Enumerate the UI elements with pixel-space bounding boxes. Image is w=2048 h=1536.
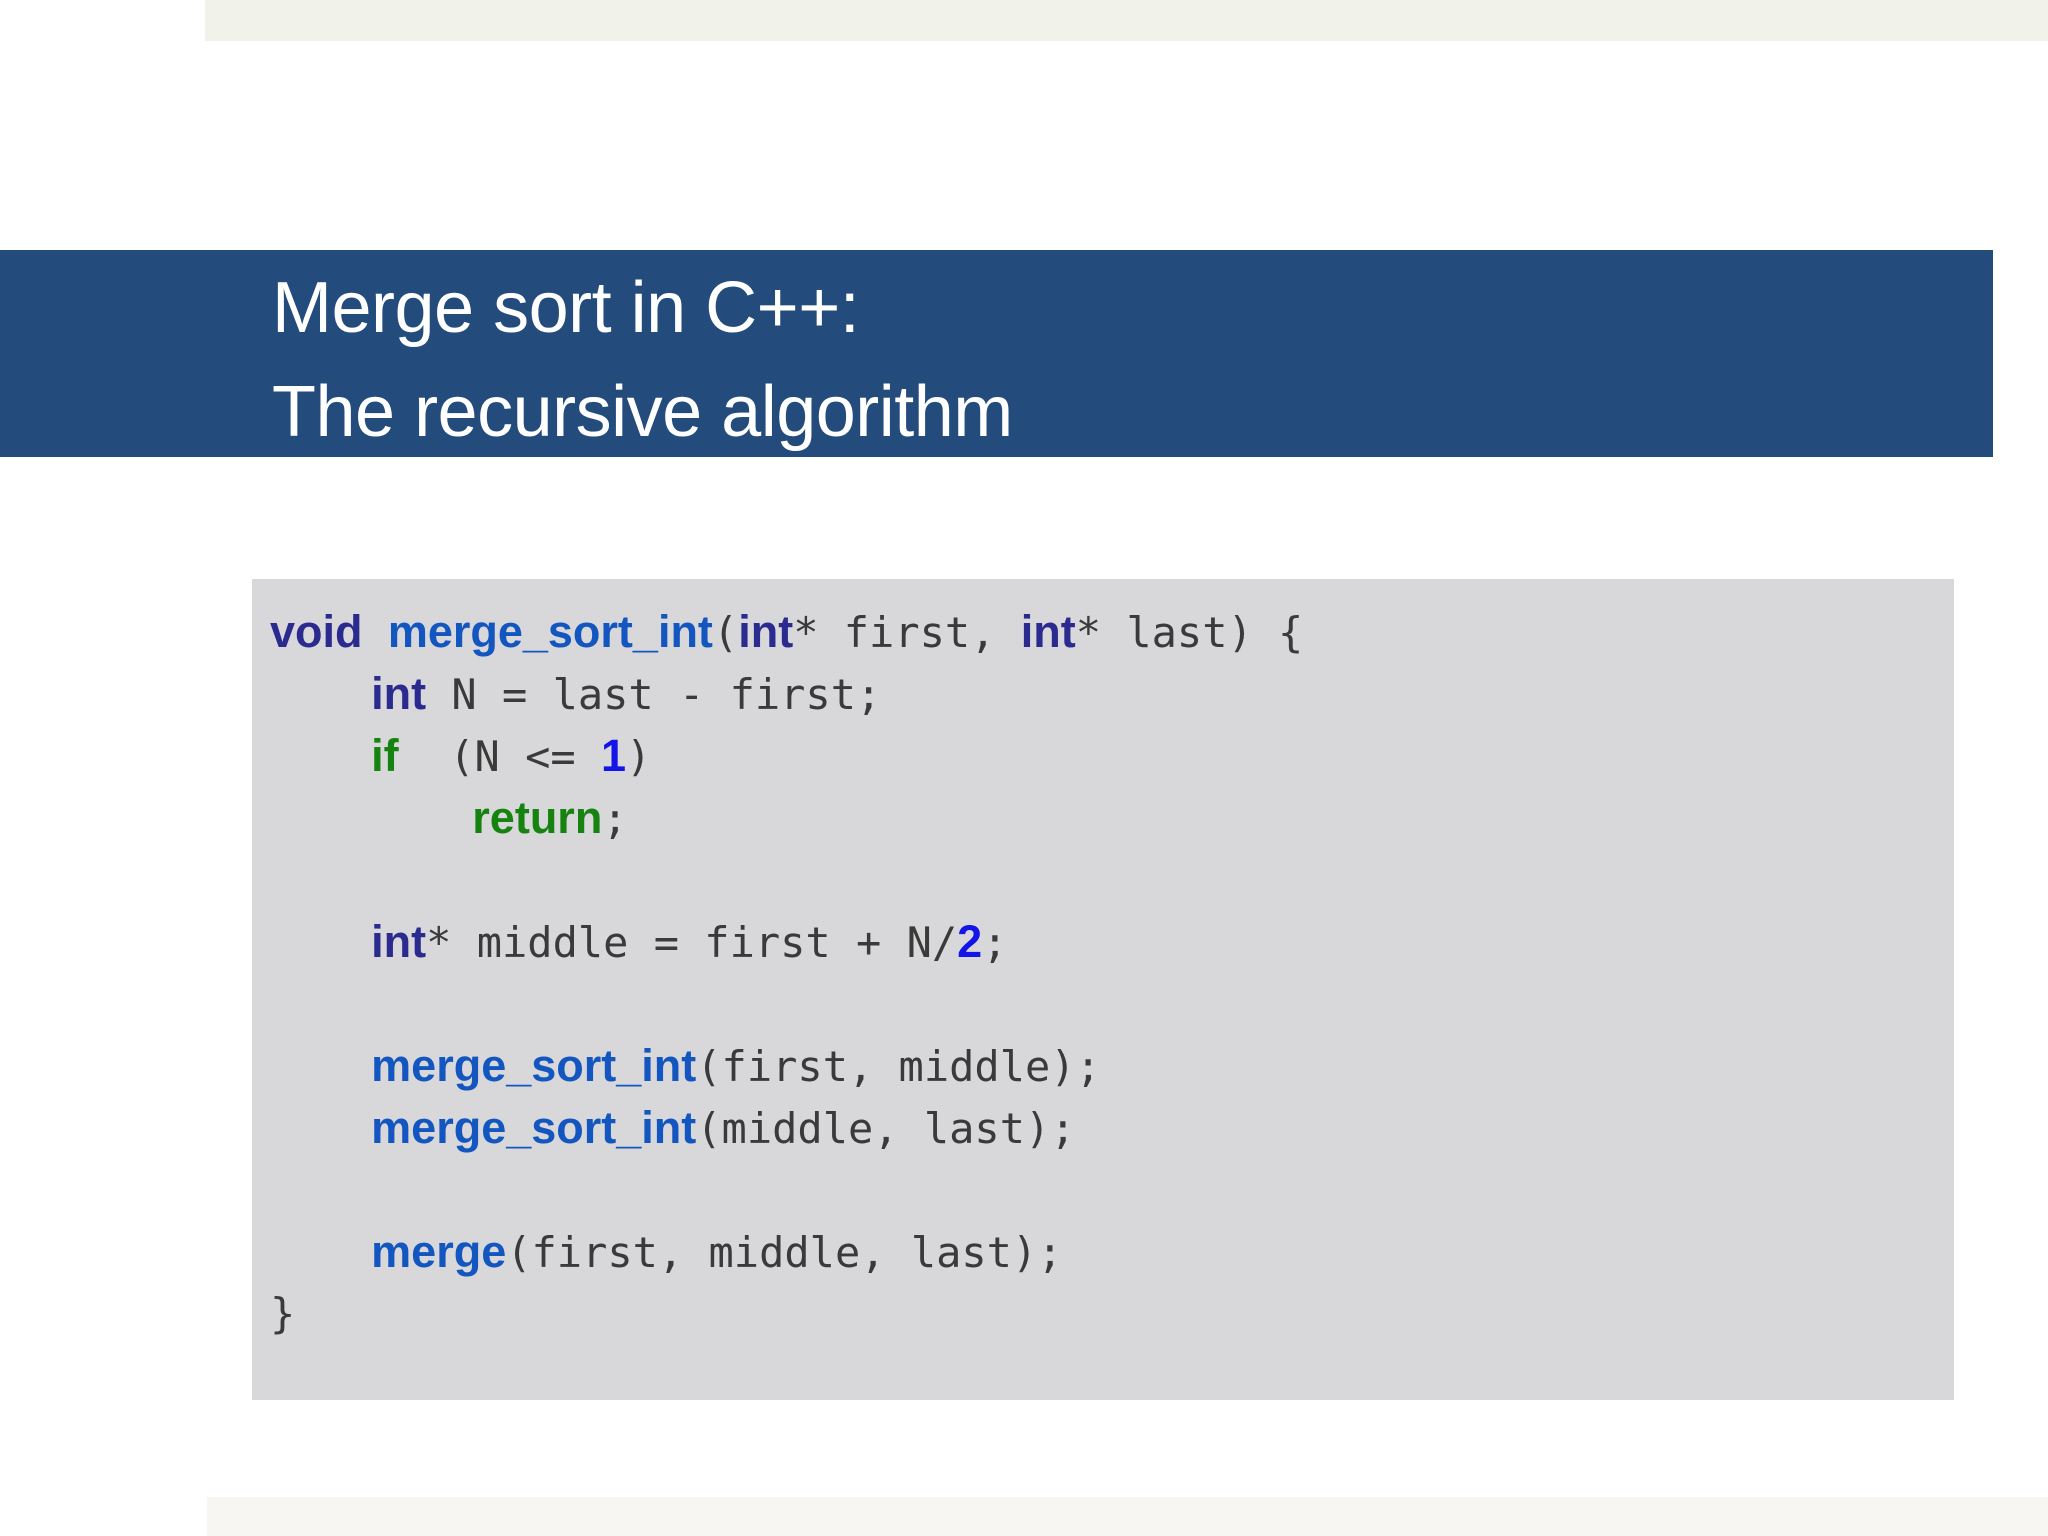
code-line-close-brace: } (270, 1283, 1954, 1345)
code-line-blank-2 (270, 973, 1954, 1035)
slide-title-banner: Merge sort in C++: The recursive algorit… (0, 250, 1993, 457)
code-token: merge_sort_int (371, 1102, 697, 1153)
code-token: N = last - first; (426, 670, 882, 719)
code-token: int (738, 606, 794, 657)
slide-title-line-2: The recursive algorithm (272, 372, 1013, 452)
code-token: merge (371, 1226, 507, 1277)
code-token: ( (712, 608, 739, 657)
slide-title-line-1: Merge sort in C++: (272, 268, 860, 348)
code-snippet-block: void merge_sort_int(int* first, int* las… (252, 579, 1954, 1400)
code-token: 2 (957, 916, 983, 967)
code-token: ; (602, 794, 628, 843)
code-token: * middle = first + N/ (426, 918, 958, 967)
code-token: int (371, 916, 427, 967)
code-line-decl-middle: int* middle = first + N/2; (270, 911, 1954, 973)
code-token: 1 (600, 730, 626, 781)
code-token: int (371, 668, 427, 719)
code-token: } (270, 1289, 296, 1338)
code-token (270, 732, 371, 781)
code-token: if (371, 730, 399, 781)
code-token (270, 794, 472, 843)
code-token: int (1020, 606, 1076, 657)
code-line-if-base-case: if (N <= 1) (270, 725, 1954, 787)
bottom-decorative-strip (207, 1497, 2048, 1536)
code-line-blank-3 (270, 1159, 1954, 1221)
code-token: * first, (793, 608, 1021, 657)
top-decorative-strip (205, 0, 2048, 41)
code-line-signature: void merge_sort_int(int* first, int* las… (270, 601, 1954, 663)
code-token: void (270, 606, 363, 657)
code-token: (first, middle, last); (506, 1228, 1063, 1277)
code-token: merge_sort_int (387, 606, 713, 657)
code-line-decl-n: int N = last - first; (270, 663, 1954, 725)
code-line-merge-call: merge(first, middle, last); (270, 1221, 1954, 1283)
code-token (270, 1042, 371, 1091)
code-token: return (472, 792, 603, 843)
code-token: * last) { (1075, 608, 1304, 657)
code-line-return-stmt: return; (270, 787, 1954, 849)
code-token (270, 670, 371, 719)
code-token: (first, middle); (696, 1042, 1101, 1091)
code-line-blank-1 (270, 849, 1954, 911)
code-token: (middle, last); (696, 1104, 1076, 1153)
code-token (363, 608, 388, 657)
code-token (270, 1228, 371, 1277)
code-line-recurse-left: merge_sort_int(first, middle); (270, 1035, 1954, 1097)
code-token: (N <= (398, 732, 601, 781)
code-token: ) (625, 732, 652, 781)
code-token: merge_sort_int (371, 1040, 697, 1091)
code-token: ; (982, 918, 1008, 967)
code-line-recurse-right: merge_sort_int(middle, last); (270, 1097, 1954, 1159)
code-token (270, 918, 371, 967)
code-token (270, 1104, 371, 1153)
